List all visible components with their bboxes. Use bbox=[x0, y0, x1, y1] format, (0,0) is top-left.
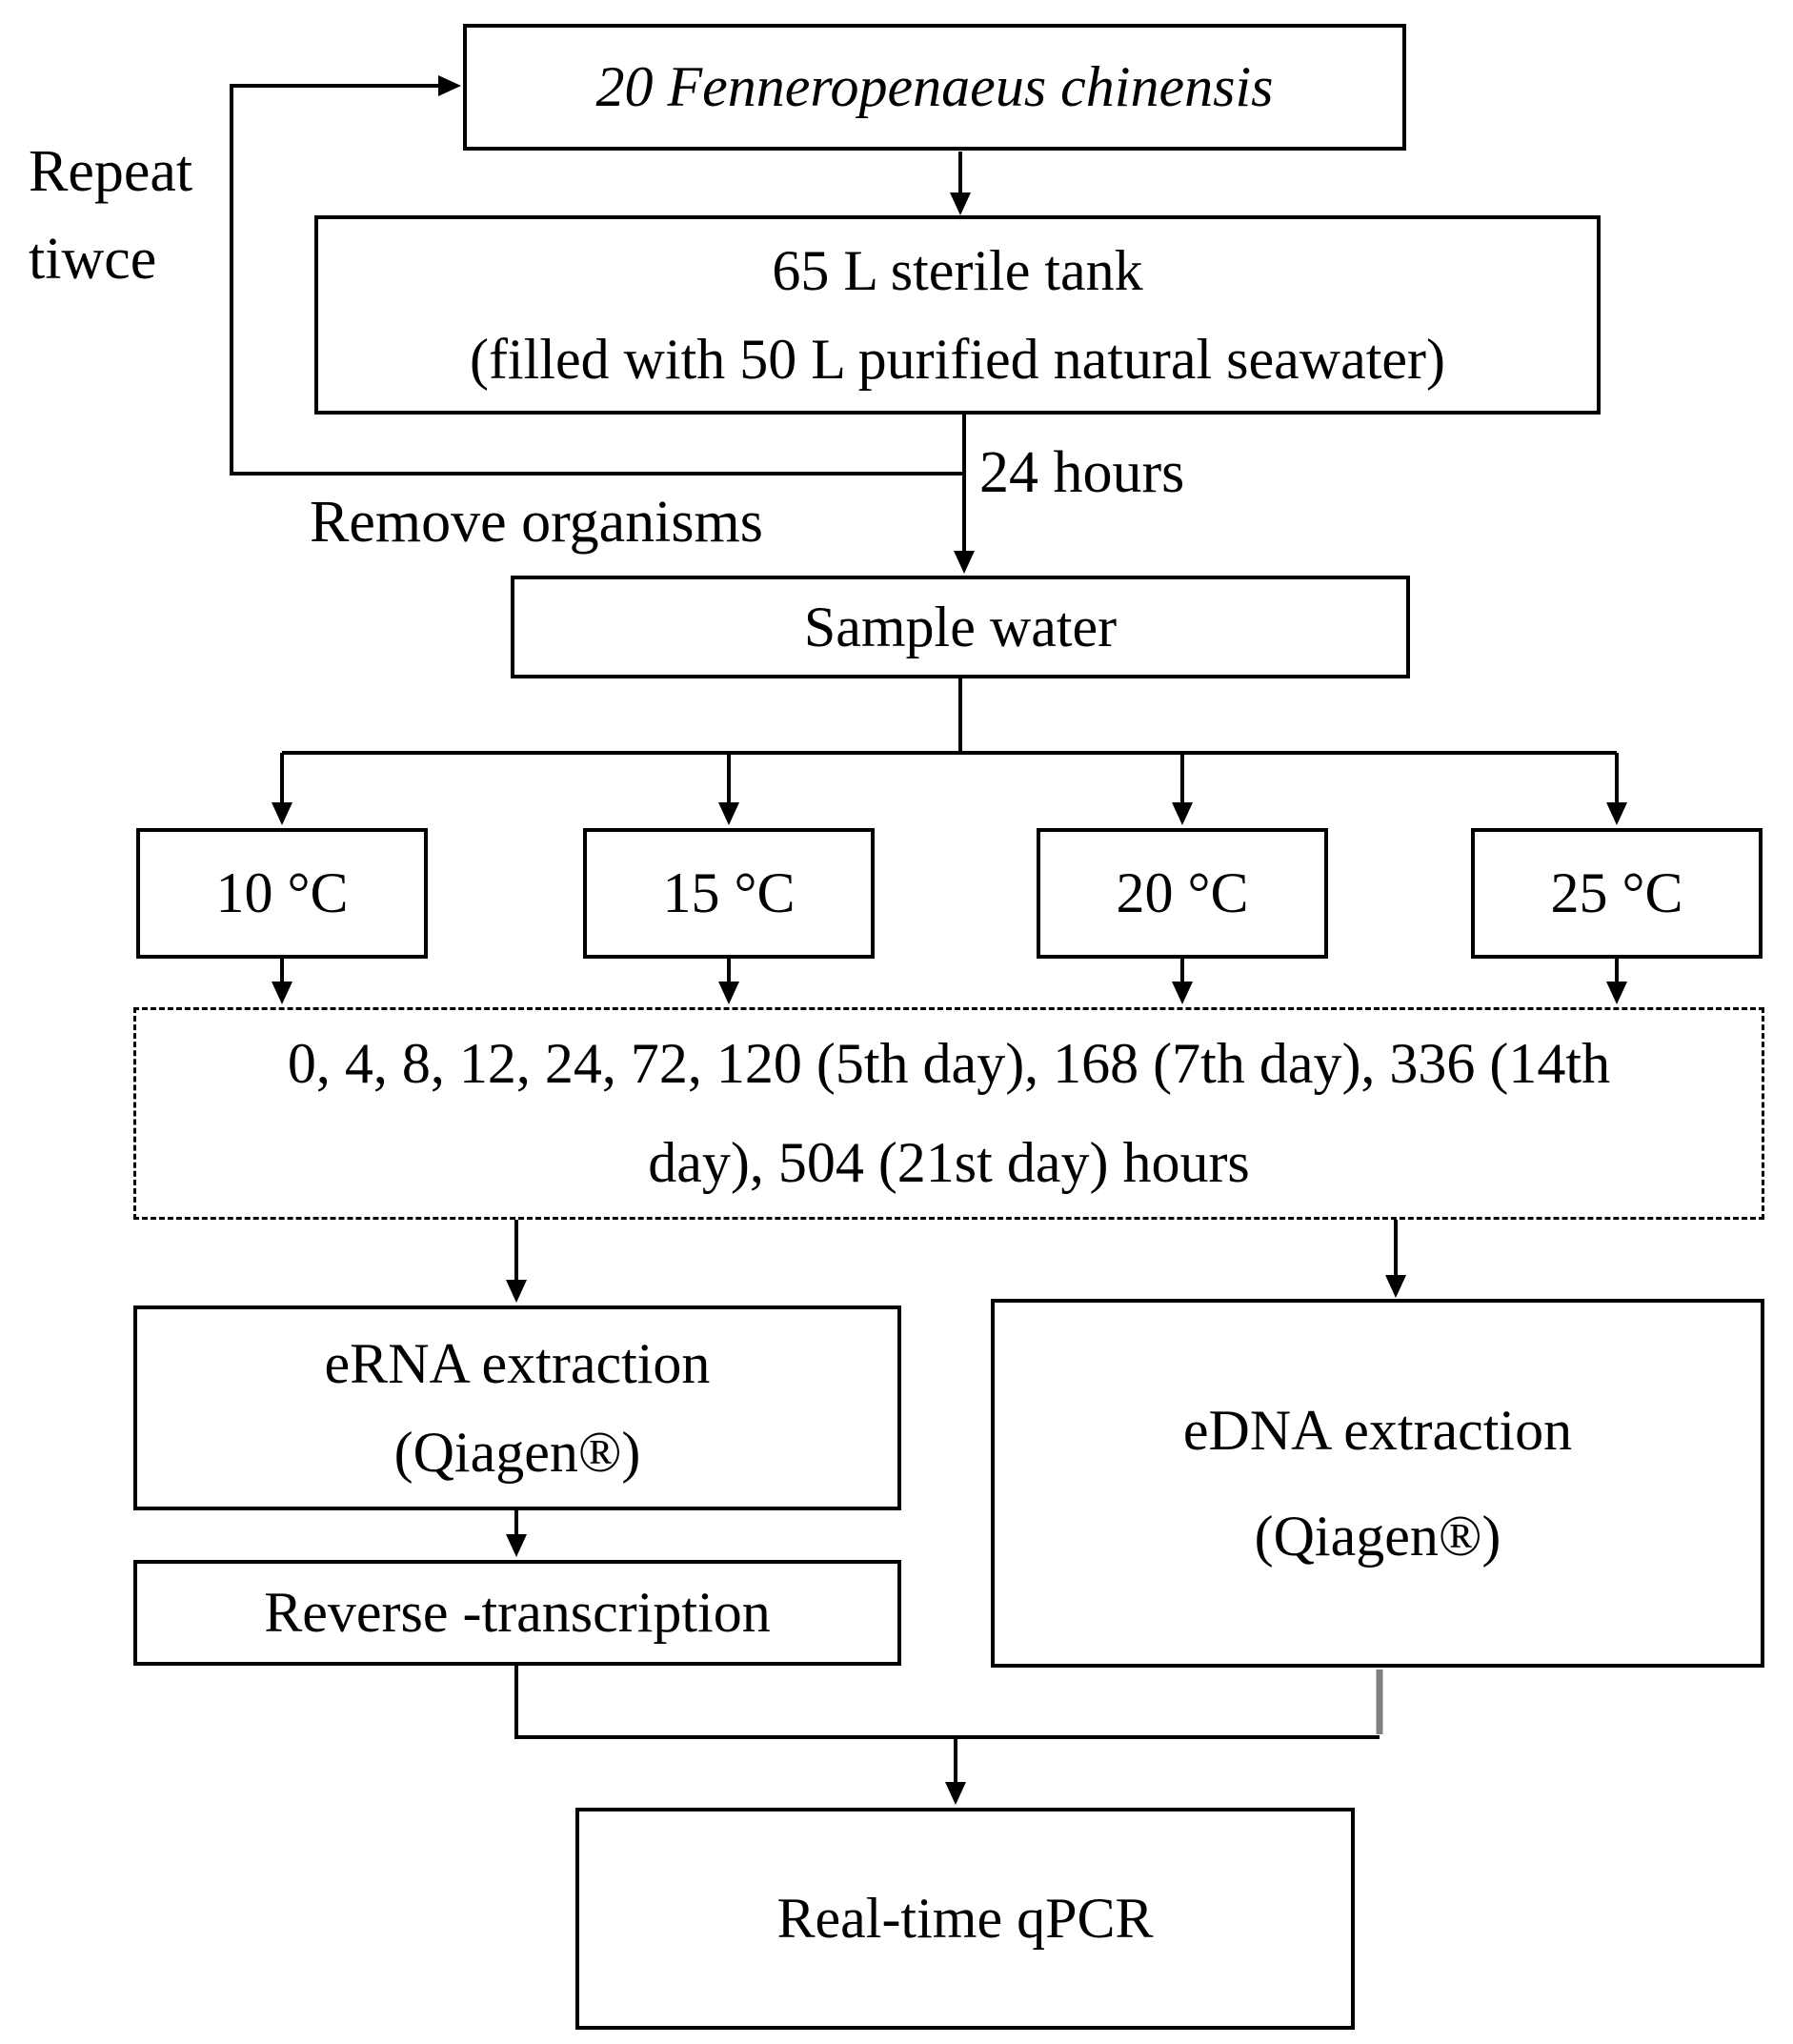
repeat-loop-line bbox=[230, 84, 964, 476]
node-temp-20c: 20 °C bbox=[1037, 828, 1328, 959]
node-edna-line2: (Qiagen®) bbox=[1254, 1504, 1501, 1568]
repeat-twice-label-line2: tiwce bbox=[29, 227, 157, 292]
duration-24-hours-label: 24 hours bbox=[979, 440, 1185, 505]
temp1-to-timepoints-head bbox=[272, 982, 292, 1004]
node-timepoints-line2: day), 504 (21st day) hours bbox=[648, 1130, 1250, 1194]
node-edna-line1: eDNA extraction bbox=[1182, 1398, 1573, 1462]
temp2-to-timepoints-head bbox=[718, 982, 739, 1004]
node-sterile-tank: 65 L sterile tank (filled with 50 L puri… bbox=[314, 215, 1601, 415]
remove-organisms-label: Remove organisms bbox=[310, 490, 763, 555]
node-temp-10c-label: 10 °C bbox=[215, 861, 349, 924]
temp4-to-timepoints-head bbox=[1606, 982, 1627, 1004]
node-temp-10c: 10 °C bbox=[136, 828, 428, 959]
erna-to-reverse-head bbox=[506, 1534, 527, 1557]
repeat-twice-label: Repeat tiwce bbox=[29, 128, 192, 303]
arrow-tank-to-sample-head bbox=[954, 551, 975, 574]
node-temp-25c: 25 °C bbox=[1471, 828, 1763, 959]
temp3-to-timepoints-head bbox=[1172, 982, 1193, 1004]
node-timepoints-line1: 0, 4, 8, 12, 24, 72, 120 (5th day), 168 … bbox=[287, 1032, 1611, 1096]
repeat-loop-arrow-head bbox=[438, 75, 461, 96]
node-sample-water-label: Sample water bbox=[803, 595, 1118, 658]
node-temp-20c-label: 20 °C bbox=[1116, 861, 1249, 924]
node-sterile-tank-line1: 65 L sterile tank bbox=[772, 238, 1143, 302]
node-realtime-qpcr: Real-time qPCR bbox=[575, 1808, 1355, 2030]
timepoints-to-edna-head bbox=[1385, 1275, 1406, 1298]
node-temp-25c-label: 25 °C bbox=[1550, 861, 1683, 924]
arrow-shrimp-to-tank-head bbox=[950, 192, 971, 215]
node-temp-15c: 15 °C bbox=[583, 828, 875, 959]
split-to-temp3-head bbox=[1172, 802, 1193, 825]
node-realtime-qpcr-label: Real-time qPCR bbox=[776, 1887, 1154, 1950]
node-shrimp-label: 20 Fenneropenaeus chinensis bbox=[595, 55, 1274, 118]
node-erna-line1: eRNA extraction bbox=[324, 1331, 711, 1395]
node-reverse-transcription: Reverse -transcription bbox=[133, 1560, 901, 1666]
repeat-twice-label-line1: Repeat bbox=[29, 139, 193, 204]
split-to-temp1-head bbox=[272, 802, 292, 825]
node-timepoints: 0, 4, 8, 12, 24, 72, 120 (5th day), 168 … bbox=[133, 1007, 1764, 1220]
node-reverse-transcription-label: Reverse -transcription bbox=[264, 1581, 771, 1644]
split-to-temp2-head bbox=[718, 802, 739, 825]
node-edna-extraction: eDNA extraction (Qiagen®) bbox=[991, 1299, 1764, 1668]
merge-to-qpcr-head bbox=[945, 1782, 966, 1805]
node-erna-extraction: eRNA extraction (Qiagen®) bbox=[133, 1305, 901, 1510]
split-to-temp4-head bbox=[1606, 802, 1627, 825]
node-erna-line2: (Qiagen®) bbox=[393, 1420, 641, 1484]
node-sample-water: Sample water bbox=[511, 576, 1410, 678]
node-sterile-tank-line2: (filled with 50 L purified natural seawa… bbox=[469, 327, 1446, 391]
timepoints-to-erna-head bbox=[506, 1280, 527, 1303]
node-shrimp: 20 Fenneropenaeus chinensis bbox=[463, 24, 1406, 151]
node-temp-15c-label: 15 °C bbox=[662, 861, 796, 924]
